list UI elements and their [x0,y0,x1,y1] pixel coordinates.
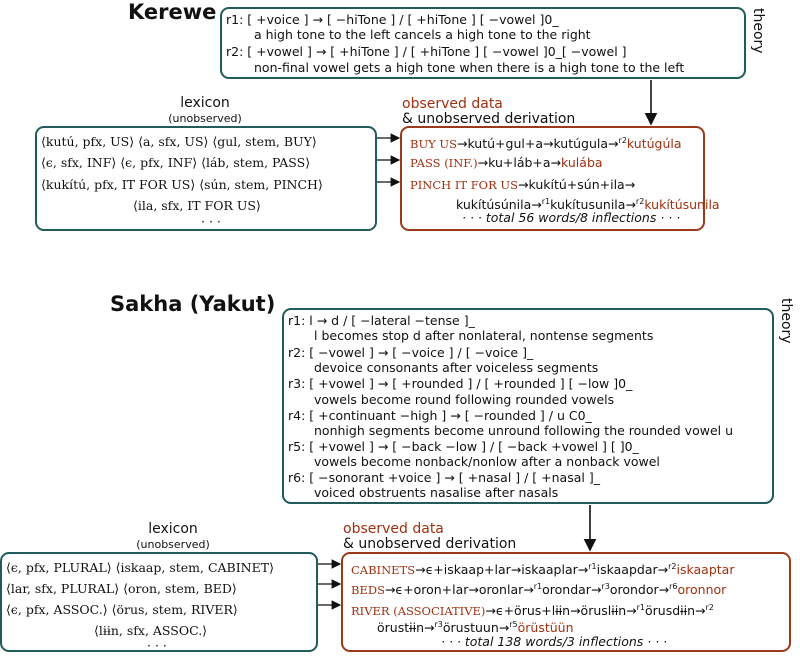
sakha-observed-box: CABINETS→ϵ+iskaap+lar→iskaaplar→r1iskaap… [341,552,791,652]
sakha-chain: →ϵ+iskaap+lar→iskaaplar [415,562,578,578]
kerewe-lexicon-row: ⟨kutú, pfx, US⟩ ⟨a, sfx, US⟩ ⟨gul, stem,… [41,134,317,149]
sakha-chain: →ϵ+oron+lar→oronlar [384,582,524,598]
kerewe-derivation-title: & unobserved derivation [402,111,576,127]
kerewe-rule-1-desc: a high tone to the left cancels a high t… [254,27,591,42]
kerewe-total: · · · total 56 words/8 inflections · · · [462,210,681,225]
sakha-title: Sakha (Yakut) [110,292,276,316]
kerewe-lexicon-ellipsis: · · · [201,214,221,229]
sakha-gloss: BEDS [351,583,385,598]
kerewe-result: kulába [561,155,603,170]
sakha-lexicon-sub: (unobserved) [136,538,210,551]
kerewe-rule-arrow: →r2 [608,136,627,152]
kerewe-rule-1: r1: [ +voice ] → [ −hiTone ] / [ +hiTone… [226,12,559,27]
kerewe-title: Kerewe [128,0,217,24]
kerewe-gloss: BUY US [410,137,457,152]
kerewe-lexicon-box: ⟨kutú, pfx, US⟩ ⟨a, sfx, US⟩ ⟨gul, stem,… [35,126,377,231]
kerewe-lexicon-row: ⟨ila, sfx, IT FOR US⟩ [133,198,261,213]
kerewe-lexicon-row: ⟨kukítú, pfx, IT FOR US⟩ ⟨sún, stem, PIN… [41,177,323,192]
kerewe-chain: →ku+láb+a→ [477,155,562,170]
sakha-rule-6: r6: [ −sonorant +voice ] → [ +nasal ] / … [288,470,600,485]
kerewe-result: kutúgúla [626,136,682,152]
kerewe-gloss: PINCH IT FOR US [410,178,518,192]
sakha-lexicon-row: ⟨ϵ, pfx, ASSOC.⟩ ⟨örus, stem, RIVER⟩ [6,602,238,617]
kerewe-observed-title: observed data [402,96,503,112]
sakha-theory-label: theory [778,298,794,344]
sakha-derivation-row: CABINETS→ϵ+iskaap+lar→iskaaplar→r1iskaap… [351,562,735,578]
kerewe-observed-box: BUY US→kutú+gul+a→kutúgula→r2kutúgúla PA… [400,126,720,231]
kerewe-derivation-row: PASS (INF.)→ku+láb+a→kulába [410,155,603,171]
sakha-rule-3-desc: vowels become round following rounded vo… [314,392,615,407]
kerewe-lexicon-row: ⟨ϵ, sfx, INF⟩ ⟨ϵ, pfx, INF⟩ ⟨láb, stem, … [41,155,311,170]
sakha-rule-2: r2: [ −vowel ] → [ −voice ] / [ −voice ]… [288,345,534,360]
kerewe-derivation-cont: kukítúsúnila→r1kukítusunila→r2kukítúsuni… [456,197,720,213]
sakha-derivation-cont: örustɨɨn→r3örustuun→r5örüstüün [377,620,574,636]
sakha-gloss: RIVER (ASSOCIATIVE) [351,604,486,619]
sakha-lexicon-box: ⟨ϵ, pfx, PLURAL⟩ ⟨iskaap, stem, CABINET⟩… [0,552,318,653]
sakha-lexicon-row: ⟨ϵ, pfx, PLURAL⟩ ⟨iskaap, stem, CABINET⟩ [6,560,274,575]
sakha-lexicon-row: ⟨lɨɨn, sfx, ASSOC.⟩ [94,623,208,638]
sakha-rule-5-desc: vowels become nonback/nonlow after a non… [314,454,660,469]
sakha-rule-1-desc: l becomes stop d after nonlateral, nonte… [314,328,654,343]
kerewe-observed-heading: observed data & unobserved derivation [402,97,575,127]
sakha-observed-heading: observed data & unobserved derivation [343,522,516,552]
sakha-lexicon-heading: lexicon (unobserved) [118,522,228,552]
sakha-rule-4-desc: nonhigh segments become unround followin… [314,423,734,438]
sakha-rule-4: r4: [ +continuant −high ] → [ −rounded ]… [288,408,592,423]
sakha-gloss: CABINETS [351,563,416,578]
sakha-derivation-title: & unobserved derivation [343,536,517,552]
sakha-lexicon-ellipsis: · · · [147,638,167,653]
sakha-rule-2-desc: devoice consonants after voiceless segme… [314,360,599,375]
kerewe-theory-box: r1: [ +voice ] → [ −hiTone ] / [ +hiTone… [220,7,746,79]
sakha-lexicon-row: ⟨lar, sfx, PLURAL⟩ ⟨oron, stem, BED⟩ [6,581,237,596]
sakha-result: iskaaptar [676,562,735,578]
sakha-rule-5: r5: [ +vowel ] → [ −back −low ] / [ −bac… [288,439,639,454]
kerewe-rule-2: r2: [ +vowel ] → [ +hiTone ] / [ +hiTone… [226,44,627,59]
sakha-rule-1: r1: l → d / [ −lateral −tense ]_ [288,313,475,328]
sakha-total: · · · total 138 words/3 inflections · · … [441,634,668,649]
kerewe-theory-label: theory [750,8,766,54]
kerewe-derivation-row: PINCH IT FOR US→kukítú+sún+ila→ [410,177,635,193]
kerewe-chain: →kukítú+sún+ila→ [518,177,636,192]
kerewe-derivation-row: BUY US→kutú+gul+a→kutúgula→r2kutúgúla [410,133,682,152]
sakha-derivation-row: RIVER (ASSOCIATIVE)→ϵ+örus+lɨɨn→öruslɨɨn… [351,603,714,619]
sakha-derivation-row: BEDS→ϵ+oron+lar→oronlar→r1orondar→r3oron… [351,582,727,598]
sakha-rule-6-desc: voiced obstruents nasalise after nasals [314,485,559,500]
sakha-observed-title: observed data [343,521,444,537]
sakha-chain: →ϵ+örus+lɨɨn→öruslɨɨn [485,603,627,619]
kerewe-lexicon-sub: (unobserved) [168,112,242,125]
sakha-rule-3: r3: [ +vowel ] → [ +rounded ] / [ +round… [288,376,633,391]
sakha-lexicon-title: lexicon [148,521,198,537]
kerewe-chain: →kutú+gul+a→kutúgula [456,136,609,152]
sakha-theory-box: r1: l → d / [ −lateral −tense ]_ l becom… [282,308,774,504]
kerewe-lexicon-title: lexicon [180,95,230,111]
kerewe-gloss: PASS (INF.) [410,156,478,170]
kerewe-lexicon-heading: lexicon (unobserved) [150,96,260,126]
sakha-result: oronnor [677,582,727,598]
kerewe-rule-2-desc: non-final vowel gets a high tone when th… [254,60,685,75]
